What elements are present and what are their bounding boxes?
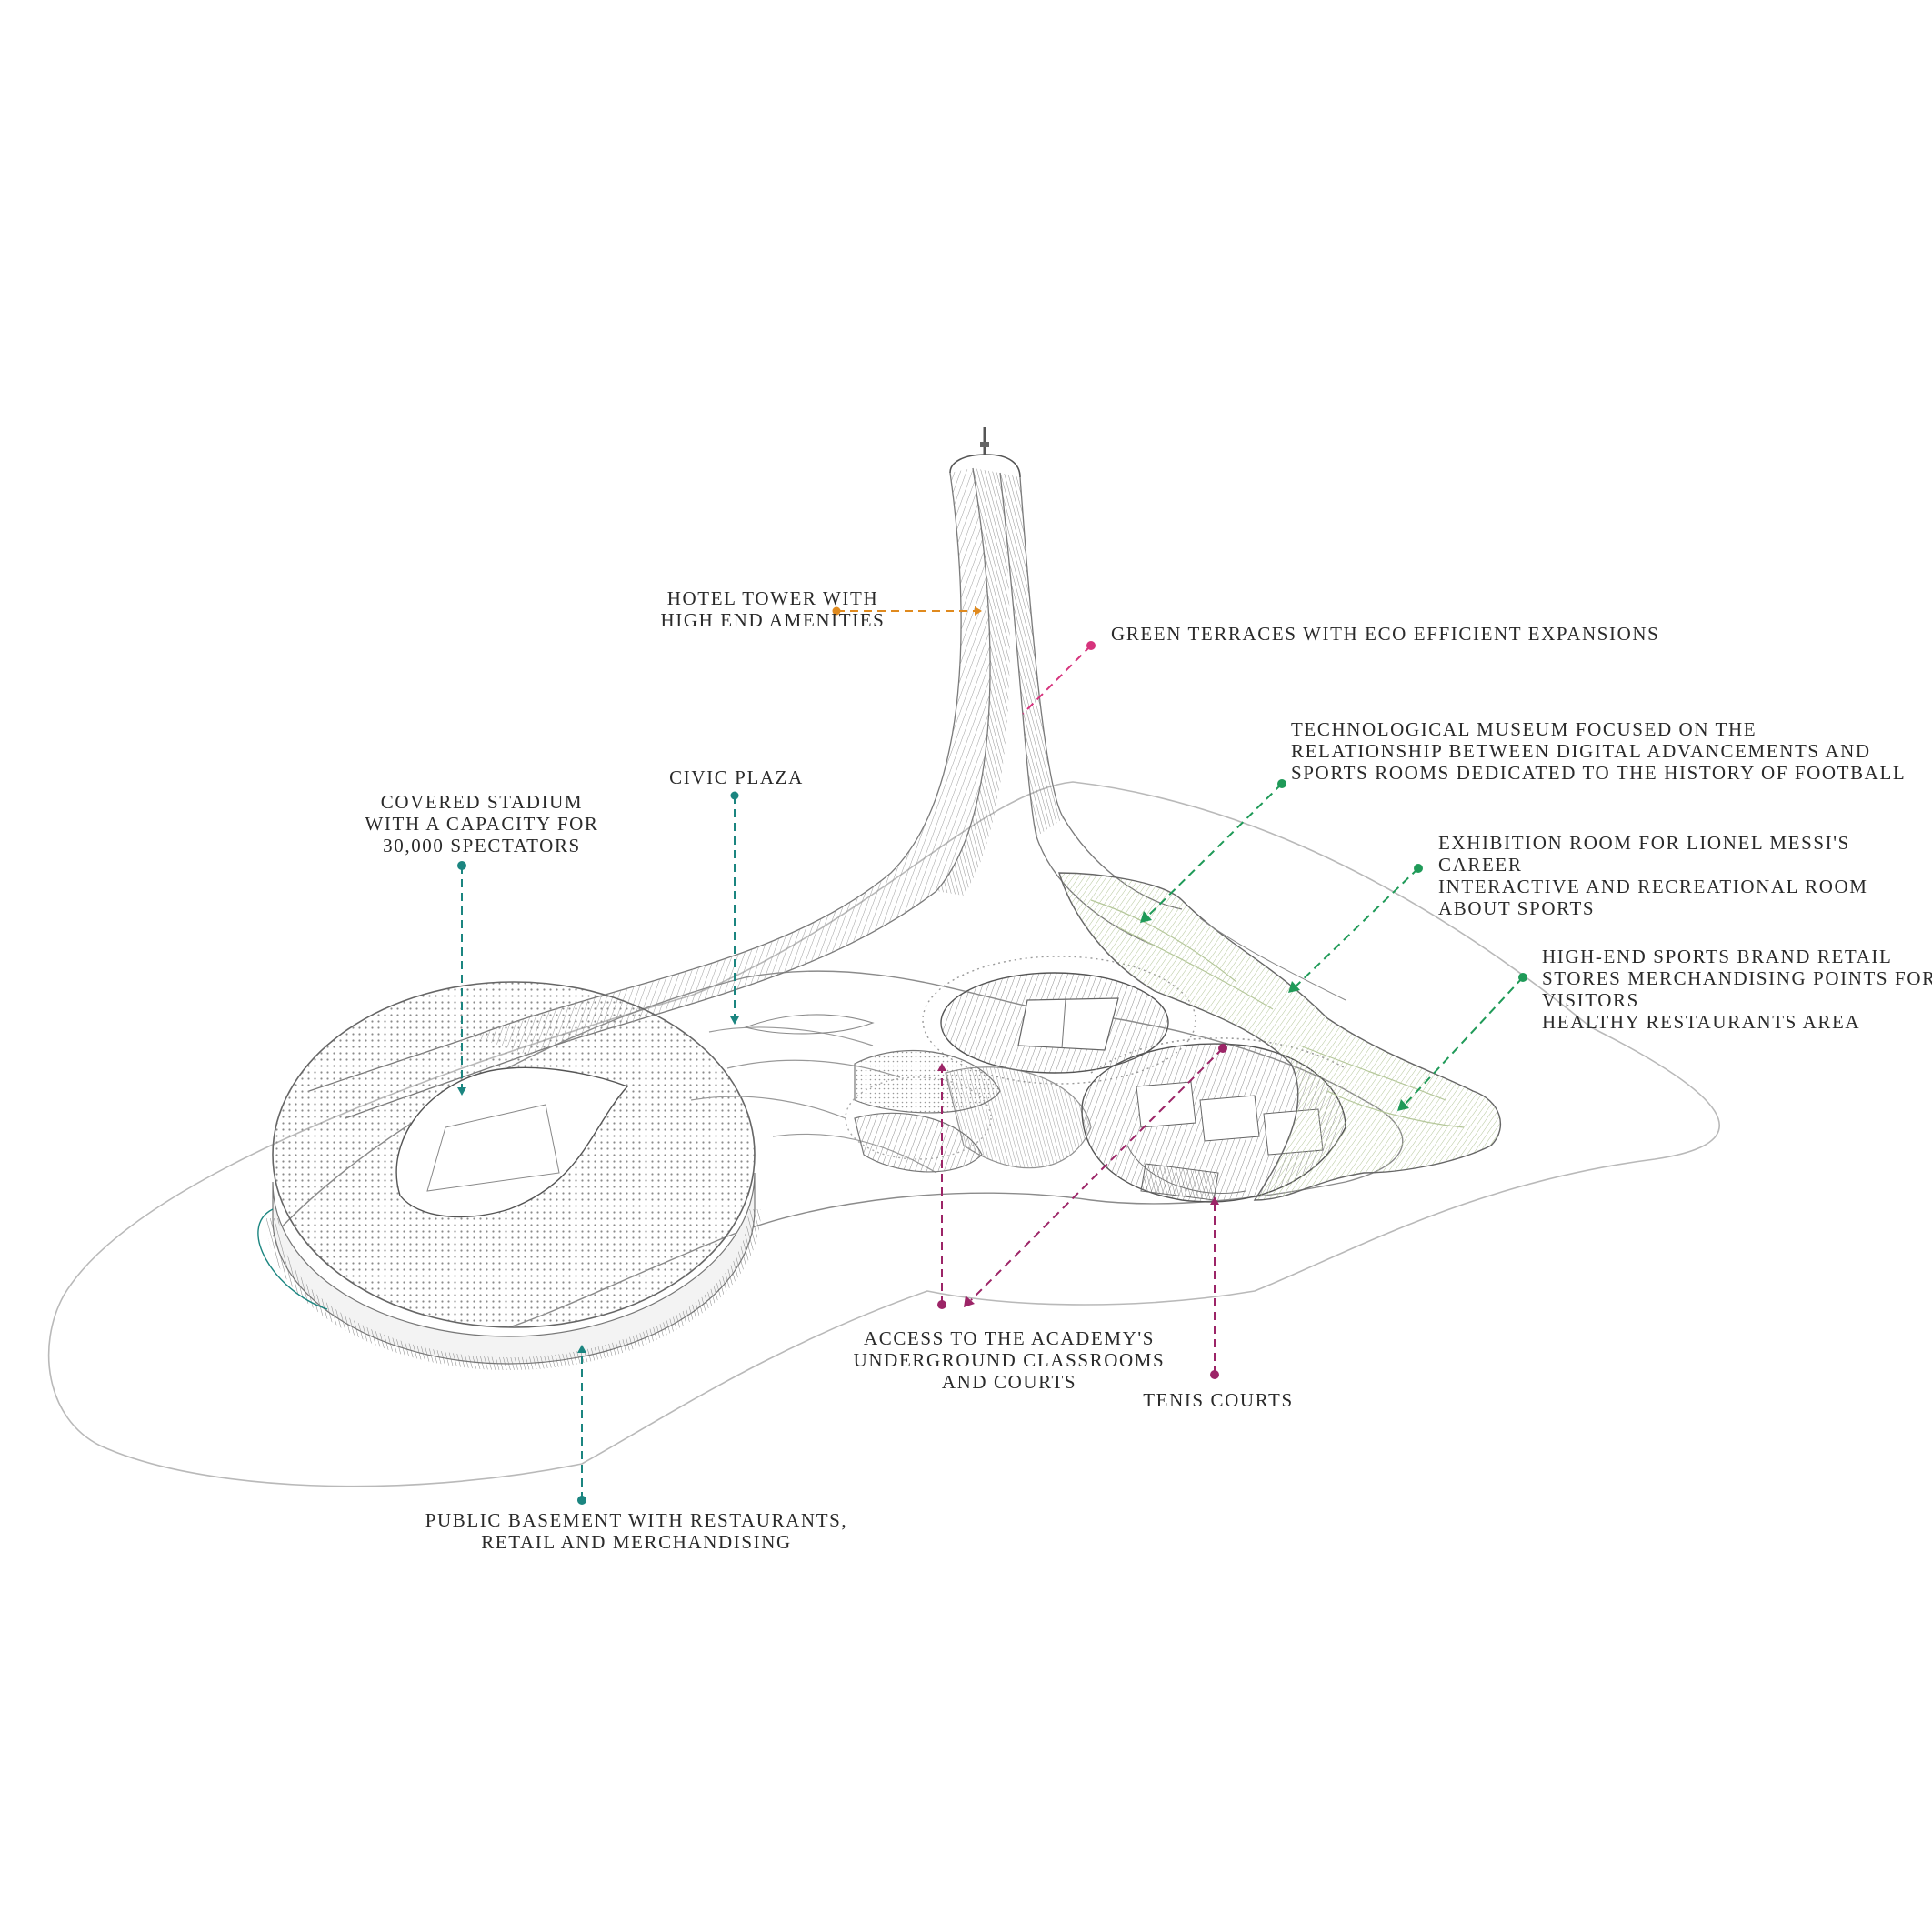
label-civic-plaza: CIVIC PLAZA <box>636 766 836 788</box>
leader-stadium <box>457 861 466 1096</box>
leader-civic-plaza <box>730 791 739 1025</box>
label-line: RELATIONSHIP BETWEEN DIGITAL ADVANCEMENT… <box>1291 740 1871 762</box>
leader-tech-museum <box>1140 779 1286 923</box>
leader-green-terraces <box>1022 641 1096 715</box>
covered-stadium <box>257 981 761 1371</box>
label-line: UNDERGROUND CLASSROOMS <box>853 1349 1166 1371</box>
leader-hotel-tower <box>832 606 982 616</box>
label-line: COVERED STADIUM <box>380 791 584 813</box>
label-tech-museum: TECHNOLOGICAL MUSEUM FOCUSED ON THE RELA… <box>1291 718 1906 784</box>
label-line: WITH A CAPACITY FOR <box>365 813 599 835</box>
academy-pods <box>845 1050 1092 1173</box>
label-line: SPORTS ROOMS DEDICATED TO THE HISTORY OF… <box>1291 762 1907 784</box>
label-line: TECHNOLOGICAL MUSEUM FOCUSED ON THE <box>1291 718 1757 740</box>
label-academy: ACCESS TO THE ACADEMY'S UNDERGROUND CLAS… <box>846 1327 1173 1393</box>
label-hotel-tower: HOTEL TOWER WITH HIGH END AMENITIES <box>636 587 909 631</box>
label-line: EXHIBITION ROOM FOR LIONEL MESSI'S <box>1438 832 1850 854</box>
label-line: HIGH-END SPORTS BRAND RETAIL <box>1542 946 1893 967</box>
label-line: CIVIC PLAZA <box>669 766 804 788</box>
label-line: TENIS COURTS <box>1143 1389 1294 1411</box>
leader-tennis <box>1210 1196 1219 1379</box>
label-exhibition: EXHIBITION ROOM FOR LIONEL MESSI'S CAREE… <box>1438 832 1868 919</box>
label-line: HOTEL TOWER WITH <box>666 587 879 609</box>
label-line: RETAIL AND MERCHANDISING <box>481 1531 792 1553</box>
hotel-tower <box>308 427 1183 1119</box>
label-retail: HIGH-END SPORTS BRAND RETAIL STORES MERC… <box>1542 946 1932 1033</box>
training-pitch-pod <box>922 956 1196 1085</box>
label-green-terraces: GREEN TERRACES WITH ECO EFFICIENT EXPANS… <box>1111 623 1659 645</box>
label-line: GREEN TERRACES WITH ECO EFFICIENT EXPANS… <box>1111 623 1660 645</box>
museum-landform <box>1058 872 1501 1201</box>
leader-exhibition <box>1288 864 1423 993</box>
label-line: HEALTHY RESTAURANTS AREA <box>1542 1011 1861 1033</box>
leader-basement <box>577 1345 586 1505</box>
leader-academy <box>937 1044 1227 1309</box>
label-line: VISITORS <box>1542 989 1639 1011</box>
label-line: STORES MERCHANDISING POINTS FOR <box>1542 967 1932 989</box>
label-line: AND COURTS <box>941 1371 1077 1393</box>
label-line: CAREER <box>1438 854 1523 876</box>
label-line: INTERACTIVE AND RECREATIONAL ROOM <box>1438 876 1868 897</box>
label-stadium: COVERED STADIUM WITH A CAPACITY FOR 30,0… <box>364 791 600 856</box>
label-line: ABOUT SPORTS <box>1438 897 1596 919</box>
label-line: ACCESS TO THE ACADEMY'S <box>863 1327 1156 1349</box>
label-line: HIGH END AMENITIES <box>660 609 886 631</box>
label-tennis: TENIS COURTS <box>1132 1389 1305 1411</box>
label-basement: PUBLIC BASEMENT WITH RESTAURANTS, RETAIL… <box>418 1509 855 1553</box>
label-line: 30,000 SPECTATORS <box>383 835 581 856</box>
leader-retail <box>1397 973 1527 1111</box>
label-line: PUBLIC BASEMENT WITH RESTAURANTS, <box>425 1509 848 1531</box>
